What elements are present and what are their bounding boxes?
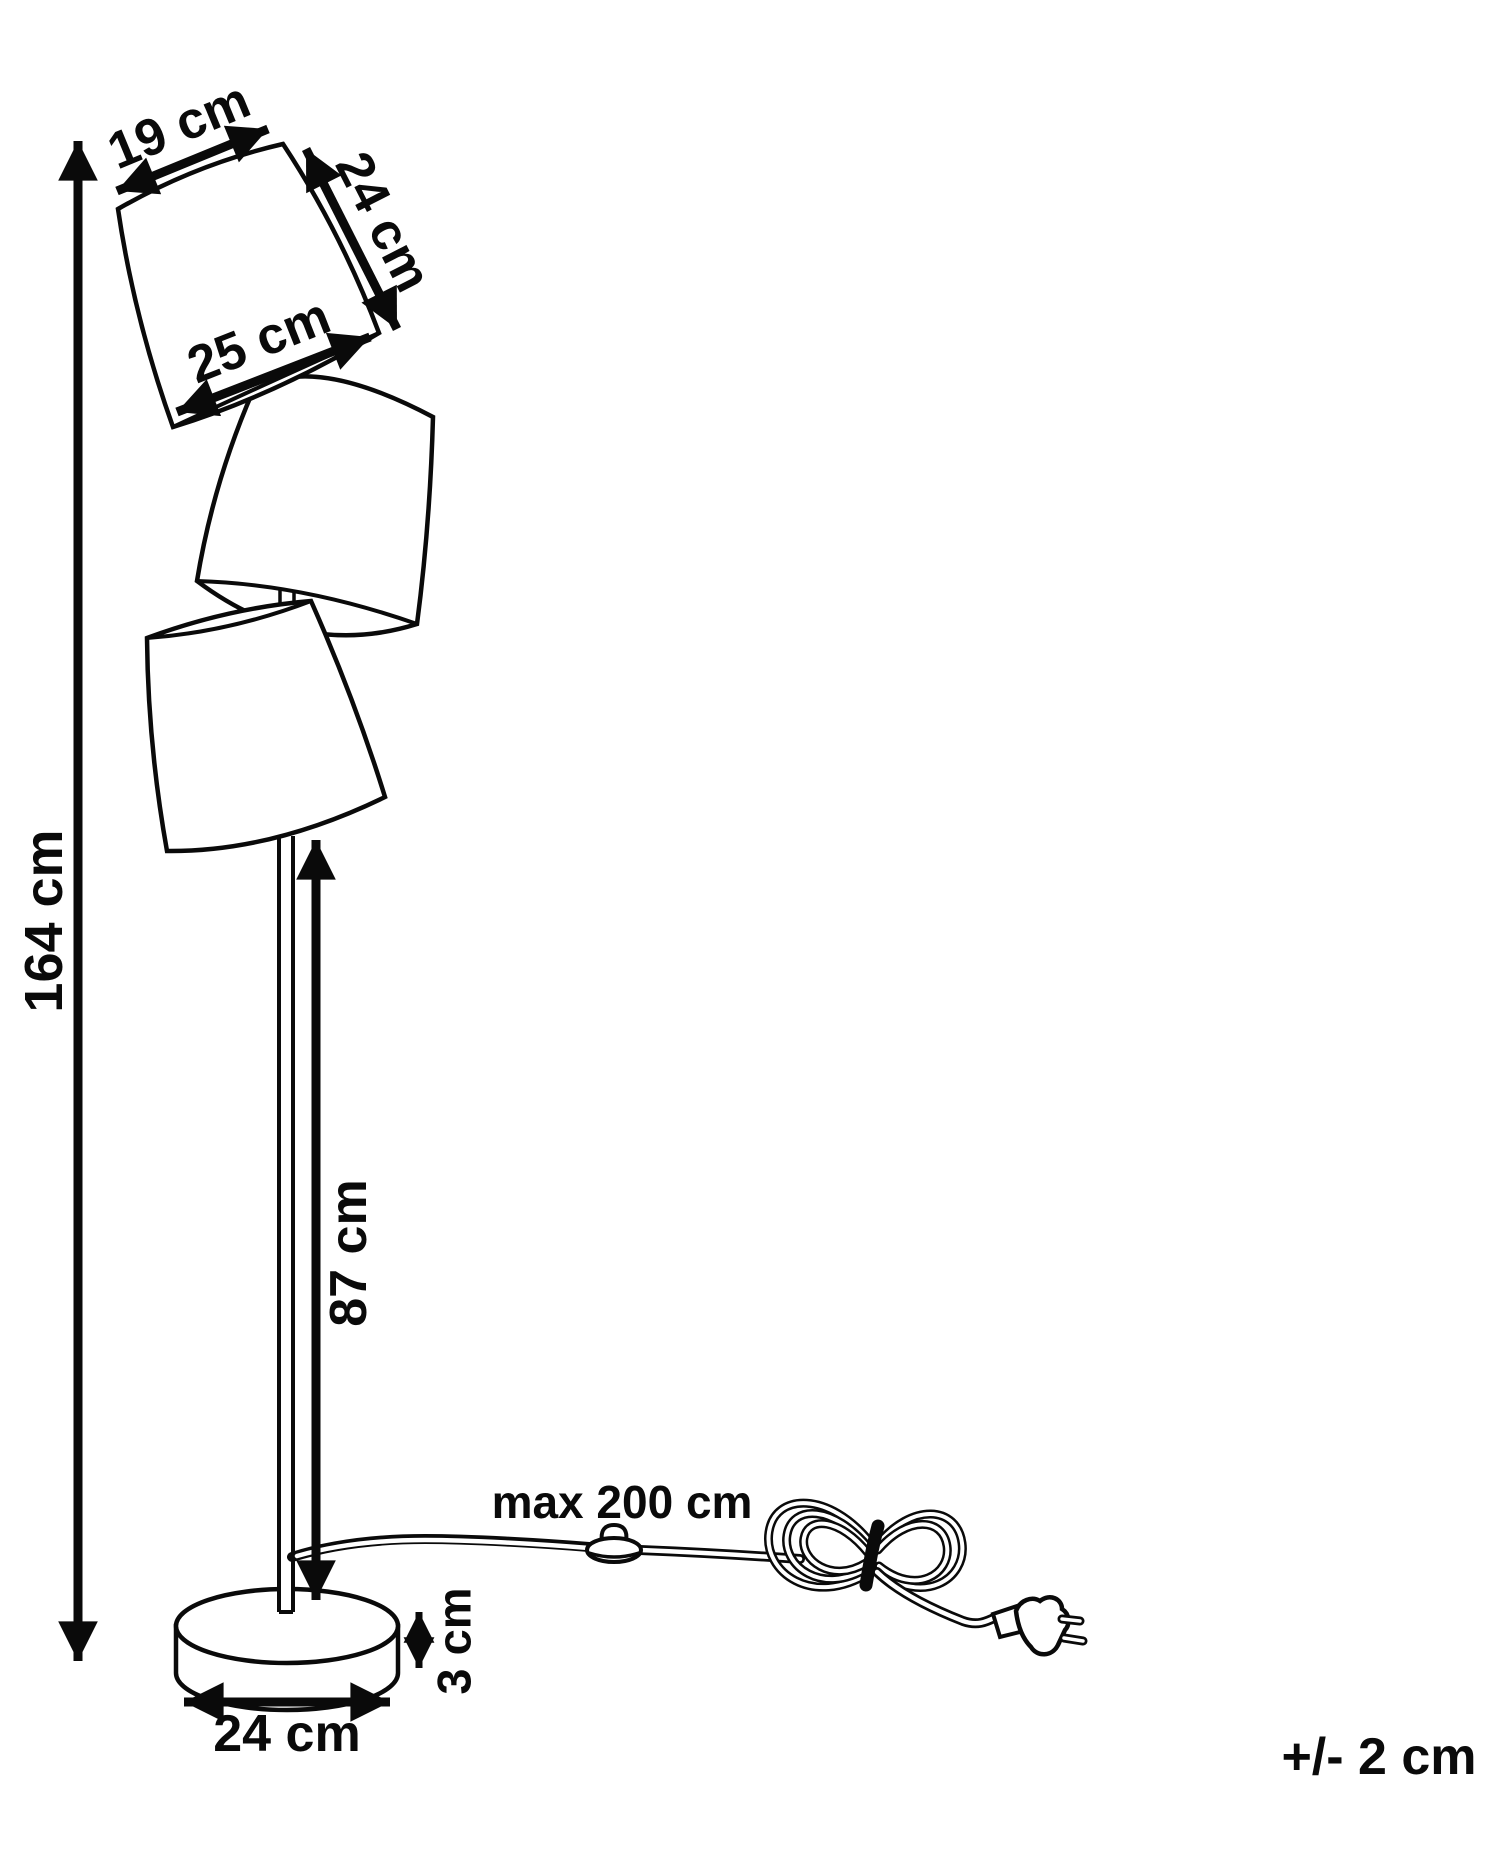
plug-body	[1013, 1595, 1071, 1657]
shade-bottom-outline	[144, 598, 388, 854]
power-plug-icon	[990, 1595, 1088, 1657]
label-pole-height: 87 cm	[320, 1179, 378, 1326]
dimension-labels: 19 cm 24 cm 25 cm 164 cm 87 cm max 200 c…	[14, 71, 1477, 1786]
arrow-shade-bottom-width	[175, 332, 372, 417]
arrow-shade-slant-height	[301, 146, 402, 332]
dimension-arrows	[58, 124, 435, 1722]
power-cord	[287, 1498, 1088, 1657]
label-cord-length: max 200 cm	[492, 1476, 753, 1528]
lamp-shade-bottom	[144, 598, 388, 854]
pole-outline	[277, 836, 295, 1614]
label-tolerance: +/- 2 cm	[1281, 1728, 1476, 1786]
label-base-thickness: 3 cm	[428, 1587, 481, 1694]
coil-tie	[859, 1519, 885, 1592]
label-base-diameter: 24 cm	[213, 1705, 360, 1763]
pole-fill	[277, 836, 295, 1614]
shade-middle-rim	[196, 579, 418, 626]
lamp-pole	[277, 836, 295, 1614]
cord-coil	[764, 1498, 1001, 1629]
foot-switch-icon	[585, 1522, 643, 1564]
arrow-shade-top-width	[115, 124, 270, 196]
label-total-height: 164 cm	[14, 829, 74, 1012]
shade-bottom-rim	[146, 599, 312, 640]
lamp-shade-middle	[194, 374, 436, 638]
switch-seam	[587, 1551, 641, 1559]
